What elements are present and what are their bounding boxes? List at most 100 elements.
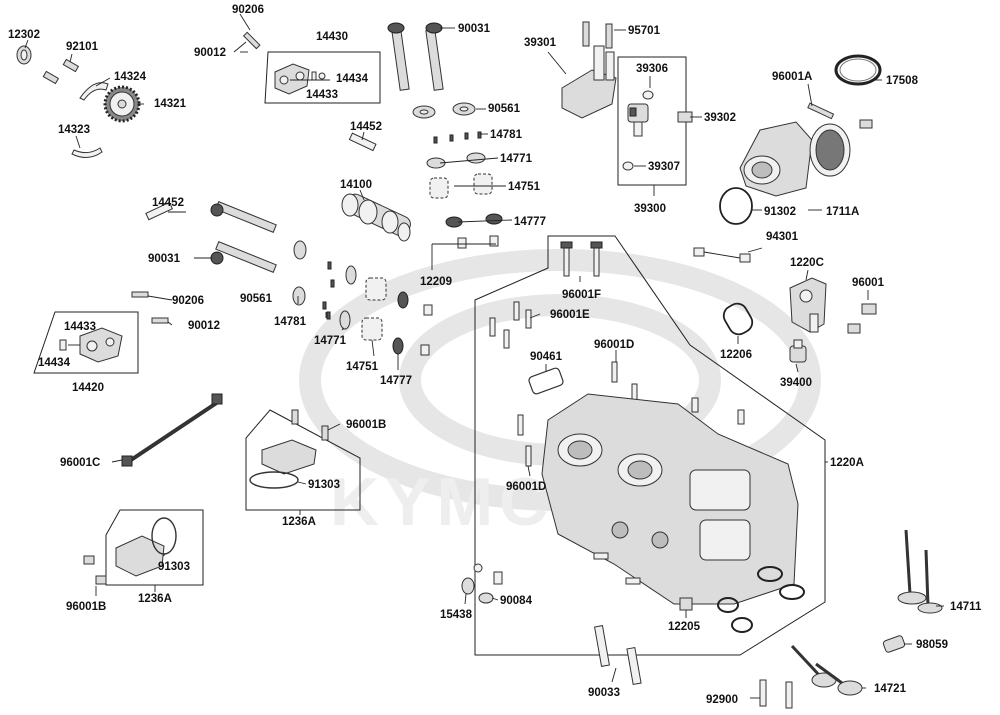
washer-90561-left[interactable]	[292, 240, 307, 306]
cylinder-head-1220A[interactable]	[541, 393, 799, 605]
label-39307[interactable]: 39307	[648, 161, 680, 173]
spring-seat-14777-left[interactable]	[392, 291, 409, 355]
label-96001B-lower[interactable]: 96001B	[66, 601, 106, 613]
seal-15438[interactable]	[461, 563, 483, 595]
valve-guide-12209[interactable]	[420, 235, 499, 356]
stud-90033[interactable]	[594, 625, 642, 686]
bolt-96001B-lower[interactable]	[83, 555, 107, 585]
label-14777-left[interactable]: 14777	[380, 375, 412, 387]
valve-spring-14751-top[interactable]	[429, 173, 493, 199]
hose-clamp-17508[interactable]	[834, 54, 882, 86]
bolt-96001B-upper[interactable]	[291, 409, 329, 441]
label-14452-top[interactable]: 14452	[350, 121, 382, 133]
label-12206[interactable]: 12206	[720, 349, 752, 361]
head-bolt-90031-top[interactable]	[387, 22, 444, 91]
oil-seal-12302[interactable]	[16, 45, 32, 65]
bolt-92101[interactable]	[42, 58, 80, 85]
pin-14452-top[interactable]	[348, 132, 377, 152]
label-14434-left[interactable]: 14434	[38, 357, 71, 369]
label-98059[interactable]: 98059	[916, 639, 948, 651]
label-1711A[interactable]: 1711A	[826, 206, 859, 218]
label-96001A[interactable]: 96001A	[772, 71, 812, 83]
head-bolt-90031-left[interactable]	[210, 201, 277, 273]
label-12302[interactable]: 12302	[8, 29, 40, 41]
label-90031-top[interactable]: 90031	[458, 23, 491, 35]
pin-14452-left[interactable]	[145, 201, 174, 221]
label-14771-left[interactable]: 14771	[314, 335, 347, 347]
retainer-14771-left[interactable]	[339, 265, 357, 330]
bolt-96001F[interactable]	[560, 241, 603, 277]
label-92900[interactable]: 92900	[706, 694, 738, 706]
label-14433[interactable]: 14433	[306, 89, 338, 101]
retainer-14771-top[interactable]	[426, 152, 486, 169]
label-94301[interactable]: 94301	[766, 231, 799, 243]
label-15438[interactable]: 15438	[440, 609, 473, 621]
label-14751-top[interactable]: 14751	[508, 181, 541, 193]
label-96001C[interactable]: 96001C	[60, 457, 100, 469]
label-17508[interactable]: 17508	[886, 75, 919, 87]
stud-92900[interactable]	[759, 679, 793, 709]
water-housing-1220C[interactable]	[789, 277, 827, 333]
sensor-98059[interactable]	[882, 635, 906, 653]
label-14721[interactable]: 14721	[874, 683, 907, 695]
bolt-96001D[interactable]	[517, 361, 638, 467]
label-90033[interactable]: 90033	[588, 687, 620, 699]
cover-1236A-upper[interactable]	[249, 439, 317, 489]
label-95701[interactable]: 95701	[628, 25, 661, 37]
oring-91302[interactable]	[719, 187, 753, 225]
small-bolt-90012-left[interactable]	[151, 317, 169, 324]
label-90012[interactable]: 90012	[194, 47, 226, 59]
label-96001D-lower[interactable]: 96001D	[506, 481, 546, 493]
bolt-95701[interactable]	[582, 21, 613, 49]
bolt-90084[interactable]	[478, 571, 503, 604]
label-90206[interactable]: 90206	[232, 4, 264, 16]
valve-seat-rings[interactable]	[717, 566, 805, 633]
oring-39306[interactable]	[642, 90, 654, 100]
label-1236A-lower[interactable]: 1236A	[138, 593, 172, 605]
intake-manifold-1711A[interactable]	[739, 121, 851, 197]
label-96001E[interactable]: 96001E	[550, 309, 590, 321]
label-39306[interactable]: 39306	[636, 63, 668, 75]
label-1220A[interactable]: 1220A	[830, 457, 864, 469]
small-bolt-90206[interactable]	[240, 31, 261, 53]
label-90461[interactable]: 90461	[530, 351, 563, 363]
label-90031-left[interactable]: 90031	[148, 253, 181, 265]
label-90012-left[interactable]: 90012	[188, 320, 220, 332]
label-14321[interactable]: 14321	[154, 98, 187, 110]
clip-39302[interactable]	[677, 111, 693, 123]
valve-spring-14751-left[interactable]	[361, 277, 387, 341]
cotter-14781-left[interactable]	[322, 261, 335, 320]
decompression-assy-14420[interactable]	[59, 327, 123, 363]
washer-90561-top[interactable]	[412, 102, 476, 119]
label-39300[interactable]: 39300	[634, 203, 666, 215]
label-96001B-upper[interactable]: 96001B	[346, 419, 386, 431]
spring-seat-14777-top[interactable]	[445, 213, 503, 228]
label-1220C[interactable]: 1220C	[790, 257, 824, 269]
label-96001D-upper[interactable]: 96001D	[594, 339, 634, 351]
label-14452-left[interactable]: 14452	[152, 197, 184, 209]
gasket-12206[interactable]	[720, 300, 756, 338]
plate-14323[interactable]	[71, 147, 103, 158]
label-14324[interactable]: 14324	[114, 71, 147, 83]
bolt-96001C[interactable]	[121, 393, 223, 467]
plug-12205[interactable]	[679, 597, 693, 611]
label-39400[interactable]: 39400	[780, 377, 812, 389]
bolt-96001E[interactable]	[489, 301, 532, 349]
bolt-96001A[interactable]	[807, 102, 873, 129]
thermostat-housing-39301[interactable]	[561, 45, 617, 119]
label-91303-upper[interactable]: 91303	[308, 479, 340, 491]
camshaft-14100[interactable]	[341, 192, 413, 242]
cotter-14781-top[interactable]	[433, 131, 482, 144]
temp-sensor-39300[interactable]	[627, 103, 649, 137]
label-14771-top[interactable]: 14771	[500, 153, 533, 165]
label-14100[interactable]: 14100	[340, 179, 372, 191]
label-90561-top[interactable]: 90561	[488, 103, 521, 115]
label-96001[interactable]: 96001	[852, 277, 885, 289]
label-14434[interactable]: 14434	[336, 73, 369, 85]
label-14323[interactable]: 14323	[58, 124, 90, 136]
sensor-39400[interactable]	[789, 339, 807, 363]
plate-14324[interactable]	[79, 82, 109, 101]
label-14751-left[interactable]: 14751	[346, 361, 379, 373]
label-96001F[interactable]: 96001F	[562, 289, 601, 301]
label-14781-left[interactable]: 14781	[274, 316, 307, 328]
